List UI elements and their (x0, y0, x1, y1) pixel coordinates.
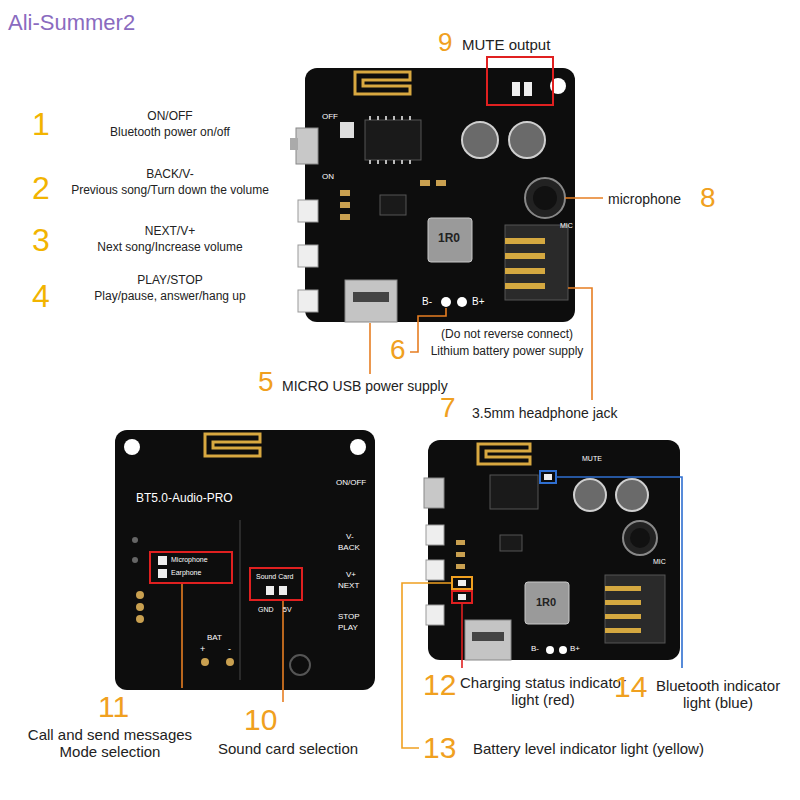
silkscreen-text: BAT (207, 633, 222, 642)
silkscreen-text: B- (422, 296, 432, 308)
silkscreen-text: BACK (338, 543, 360, 552)
silkscreen-text: - (228, 644, 231, 654)
callout-number: 8 (700, 182, 716, 214)
callout-number: 2 (32, 170, 50, 207)
silkscreen-text: PLAY (338, 623, 358, 632)
watermark: Ali-Summer2 (8, 10, 135, 35)
callout-text: microphone (608, 191, 681, 207)
callout-text: Battery level indicator light (yellow) (473, 740, 704, 757)
callout-number: 12 (423, 668, 456, 703)
silkscreen-text: STOP (338, 612, 360, 621)
silkscreen-text: 5V (283, 606, 292, 614)
silkscreen-text: Microphone (171, 556, 208, 564)
callout-number: 6 (390, 334, 406, 366)
silkscreen-text: NEXT (338, 581, 359, 590)
silkscreen-text: MUTE (490, 62, 510, 70)
callout-number: 5 (258, 366, 274, 398)
silkscreen-text: V+ (346, 570, 356, 579)
callout-text: MICRO USB power supply (282, 378, 448, 394)
callout-number: 3 (32, 222, 50, 259)
callout-number: 11 (98, 690, 129, 725)
silkscreen-text: + (200, 644, 205, 654)
silkscreen-text: Earphone (171, 569, 201, 577)
silkscreen-text: MUTE (582, 455, 602, 463)
callout-title: NEXT/V+ (145, 225, 195, 239)
callout-number: 1 (32, 106, 50, 143)
silkscreen-text: 1R0 (438, 232, 460, 246)
silkscreen-text: ON/OFF (336, 478, 366, 487)
callout-title: BACK/V- (146, 168, 193, 182)
callout-text: Bluetooth power on/off (110, 126, 230, 140)
callout-text: Previous song/Turn down the volume (71, 184, 269, 198)
callout-text: Next song/Increase volume (97, 241, 242, 255)
callout-text: Sound card selection (218, 740, 358, 757)
callout-number: 14 (614, 670, 647, 705)
callout-text: Lithium battery power supply (431, 345, 584, 359)
callout-title: PLAY/STOP (137, 274, 203, 288)
silkscreen-text: B+ (570, 644, 580, 653)
callout-text: Charging status indicator light (red) (458, 674, 628, 709)
silkscreen-text: OFF (322, 112, 338, 121)
callout-number: 7 (440, 392, 456, 424)
silkscreen-text: 1R0 (536, 596, 556, 609)
silkscreen-text: MIC (560, 222, 573, 230)
silkscreen-text: GND (258, 606, 274, 614)
silkscreen-text: MIC (653, 558, 666, 566)
callout-text: MUTE output (462, 36, 550, 53)
callout-number: 10 (244, 703, 277, 738)
callout-text: 3.5mm headphone jack (472, 405, 618, 421)
callout-text: (Do not reverse connect) (441, 328, 573, 342)
callout-number: 9 (438, 28, 452, 58)
callout-text: Bluetooth indicator light (blue) (648, 677, 788, 712)
callout-text: Play/pause, answer/hang up (94, 290, 245, 304)
silkscreen-text: V- (346, 532, 354, 541)
callout-number: 4 (32, 278, 50, 315)
board-name: BT5.0-Audio-PRO (136, 492, 233, 506)
silkscreen-text: B- (531, 644, 539, 653)
callout-text: Call and send messages Mode selection (20, 726, 200, 761)
silkscreen-text: B+ (472, 296, 485, 308)
silkscreen-text: Sound Card (256, 573, 293, 581)
callout-number: 13 (423, 731, 456, 766)
silkscreen-text: ON (322, 172, 334, 181)
callout-title: ON/OFF (147, 110, 192, 124)
